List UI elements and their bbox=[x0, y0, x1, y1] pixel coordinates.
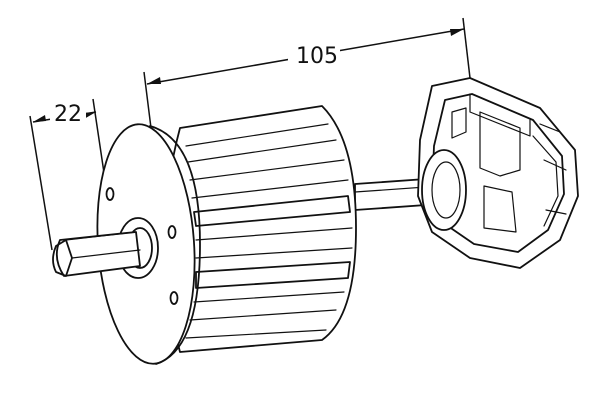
dimension-overall-length: 105 bbox=[143, 17, 471, 129]
label-background bbox=[288, 40, 340, 68]
adapter-edge-3 bbox=[539, 123, 561, 133]
drum-groove-7 bbox=[193, 291, 345, 303]
disc-hole-3 bbox=[169, 291, 179, 305]
octagonal-adapter bbox=[417, 77, 579, 269]
adapter-edge-1 bbox=[543, 159, 567, 171]
drum-groove-2 bbox=[187, 139, 337, 163]
overall-length-label: 105 bbox=[296, 44, 338, 69]
drum-groove-8 bbox=[189, 309, 337, 321]
disc-hole-2 bbox=[167, 225, 177, 239]
adapter-notch-left bbox=[451, 107, 467, 139]
adapter-hub-boss bbox=[421, 149, 467, 231]
extension-line-shaft bbox=[29, 115, 53, 251]
arrowhead-left bbox=[147, 77, 161, 84]
shaft-edge-top bbox=[65, 231, 137, 241]
square-shaft bbox=[52, 231, 141, 277]
disc-rim-edge bbox=[149, 125, 201, 365]
drum-groove-6 bbox=[195, 247, 353, 259]
arrowhead-shaft-right bbox=[83, 112, 96, 119]
drum-rib-lower bbox=[195, 261, 351, 289]
drum-rib-upper bbox=[193, 195, 351, 227]
shaft-projection-label: 22 bbox=[54, 102, 82, 127]
adapter-edge-2 bbox=[545, 209, 567, 215]
disc-hole-1 bbox=[105, 187, 115, 201]
arrowhead-right bbox=[450, 29, 464, 36]
adapter-pocket-lower bbox=[483, 185, 517, 233]
drum-groove-9 bbox=[185, 329, 327, 339]
drum-groove-5 bbox=[195, 227, 353, 241]
fluted-drum bbox=[164, 105, 357, 353]
adapter-pocket-upper bbox=[479, 111, 521, 177]
label-background-shaft bbox=[50, 98, 86, 124]
extension-line-right bbox=[462, 17, 471, 79]
adapter-hub-inner bbox=[431, 161, 461, 219]
adapter-rib-top bbox=[469, 93, 531, 137]
arrowhead-shaft-left bbox=[33, 115, 46, 122]
dimension-shaft-projection: 22 bbox=[29, 98, 108, 251]
shaft-edge-mid bbox=[71, 249, 141, 259]
extension-line-left bbox=[143, 71, 152, 129]
shaft-end-face bbox=[52, 239, 73, 277]
drum-groove-1 bbox=[185, 123, 329, 147]
drum-groove-4 bbox=[191, 179, 349, 199]
drum-groove-3 bbox=[189, 159, 345, 181]
